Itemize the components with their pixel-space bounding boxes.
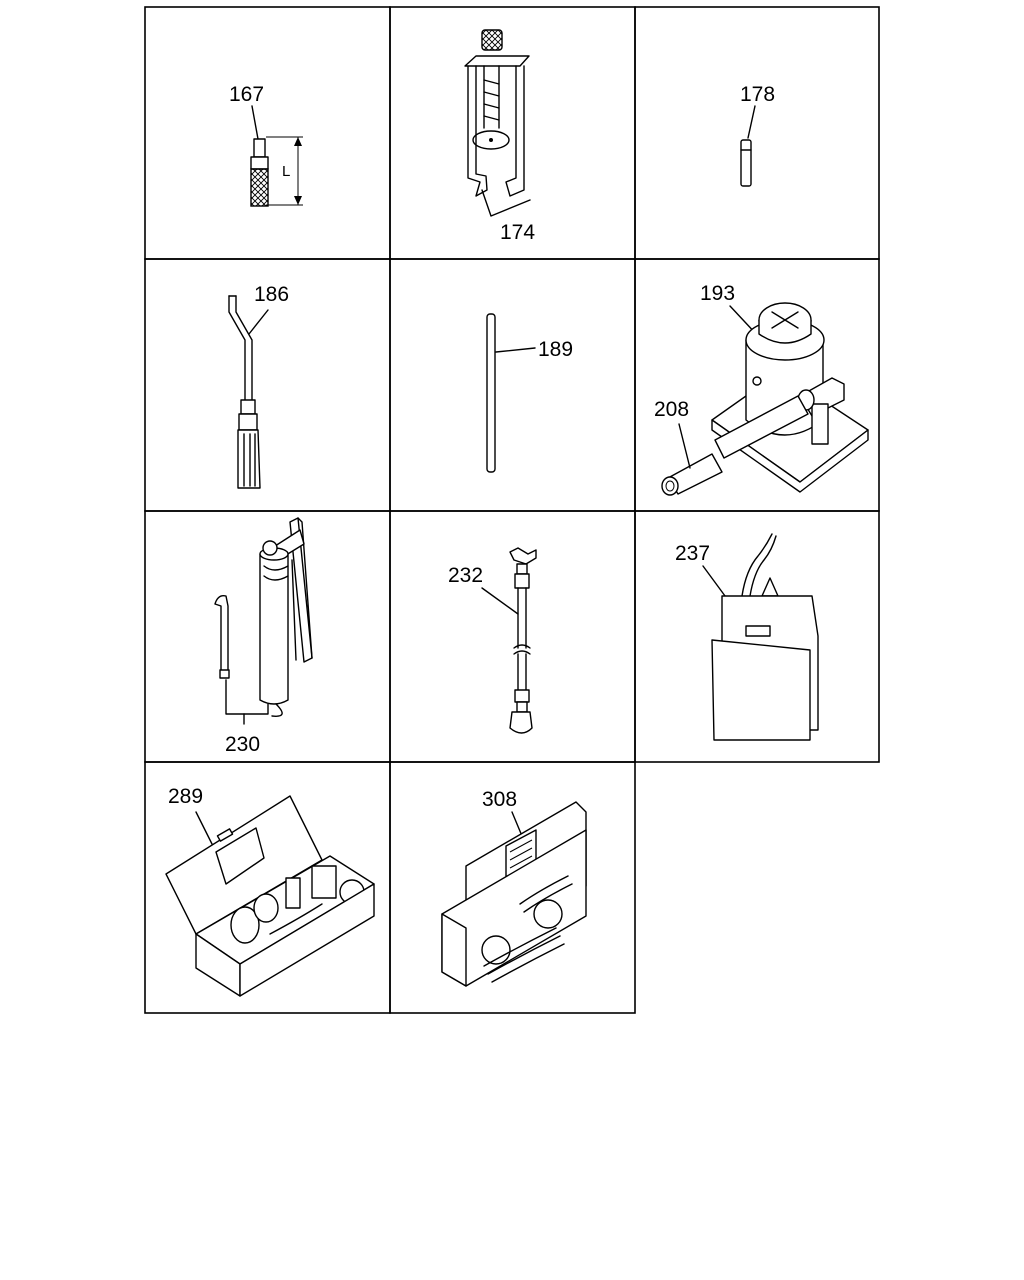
- cell-167: [144, 6, 391, 260]
- tool-232-drawing: 232: [448, 547, 537, 734]
- tool-178-number: 178: [740, 83, 775, 106]
- tool-167-drawing: 167 L: [229, 83, 303, 207]
- dimension-l-label: L: [282, 163, 290, 180]
- tool-178-drawing: 178: [740, 83, 775, 187]
- tool-193-number: 193: [700, 282, 735, 305]
- tool-174-number: 174: [500, 221, 535, 244]
- cell-308: [389, 761, 636, 1014]
- tool-208-number: 208: [654, 398, 689, 421]
- tool-186-number: 186: [254, 283, 289, 306]
- tool-193-drawing: 193 208: [654, 282, 869, 496]
- cell-178: [634, 6, 880, 260]
- tool-308-drawing: 308: [441, 788, 587, 987]
- cell-237: [634, 510, 880, 763]
- tool-289-drawing: 289: [165, 785, 375, 997]
- cell-189: [389, 258, 636, 512]
- tool-289-number: 289: [168, 785, 203, 808]
- tool-237-drawing: 237: [675, 533, 819, 741]
- tool-189-number: 189: [538, 338, 573, 361]
- tool-237-number: 237: [675, 542, 710, 565]
- tool-230-number: 230: [225, 733, 260, 756]
- tool-186-drawing: 186: [228, 283, 289, 489]
- tool-232-number: 232: [448, 564, 483, 587]
- tool-308-number: 308: [482, 788, 517, 811]
- tool-167-number: 167: [229, 83, 264, 106]
- grid: [144, 6, 880, 1014]
- tool-189-drawing: 189: [486, 313, 573, 473]
- tool-230-drawing: 230: [214, 517, 313, 756]
- tool-174-drawing: 174: [464, 29, 535, 244]
